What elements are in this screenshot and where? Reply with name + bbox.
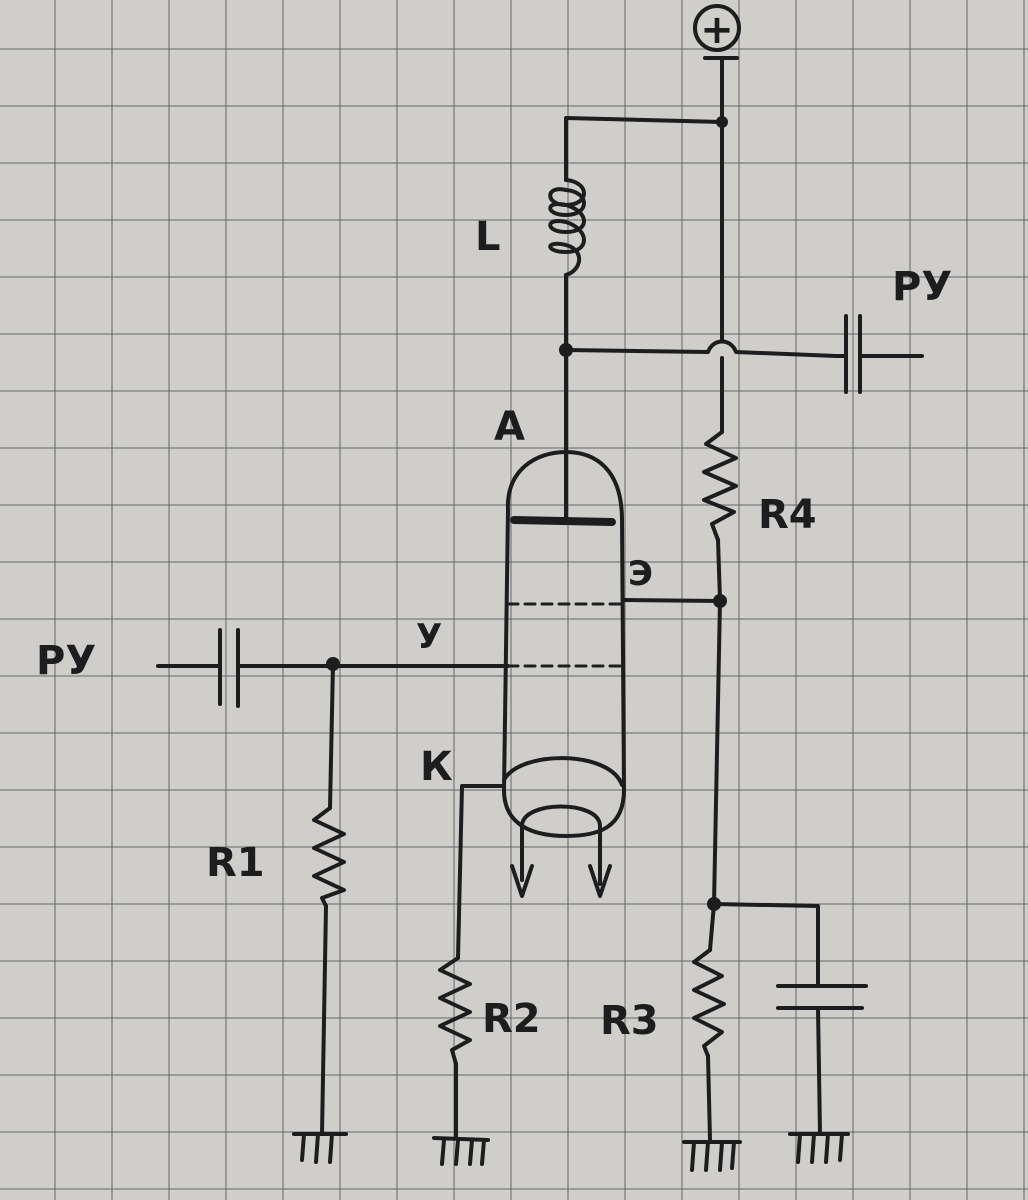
input-label: РУ	[36, 638, 96, 684]
supply-terminal: +	[693, 4, 741, 60]
wire-cathode-r2	[456, 784, 506, 960]
wire-anode-output	[564, 339, 838, 358]
inductor-coil	[548, 178, 586, 277]
heater	[520, 804, 602, 886]
inductor-label: L	[475, 214, 501, 260]
cathode	[502, 756, 624, 787]
wire-bypass-ground	[816, 1006, 822, 1136]
ground-r2	[432, 1136, 490, 1166]
r4-label: R4	[758, 492, 817, 538]
tube-envelope	[502, 450, 626, 838]
screen-label: Э	[628, 554, 653, 594]
r3-label: R3	[600, 998, 659, 1044]
r1-label: R1	[206, 840, 265, 886]
wire-bypass-cap	[712, 902, 820, 987]
wire-to-inductor	[564, 116, 724, 182]
heater-arrow-right	[588, 864, 612, 898]
supply-label: +	[700, 7, 734, 53]
wire-r1-ground	[320, 904, 328, 1136]
cathode-label: К	[420, 744, 453, 790]
resistor-r1	[312, 806, 346, 908]
anode-plate	[510, 516, 616, 526]
wire-screen-r3	[712, 599, 722, 906]
anode-label: A	[494, 404, 525, 450]
heater-arrow-left	[510, 864, 534, 898]
wire-r4-screen	[716, 538, 722, 602]
wire-r3-top	[708, 902, 716, 952]
grid-label: У	[416, 617, 442, 657]
wire-r3-ground	[706, 1054, 712, 1142]
resistor-r2	[438, 956, 472, 1066]
supply-terminal-circle	[693, 4, 741, 52]
output-label: РУ	[892, 264, 952, 310]
resistor-r3	[692, 948, 726, 1058]
resistor-r4	[702, 430, 738, 542]
wire-r1-top	[328, 662, 335, 810]
r2-label: R2	[482, 996, 541, 1042]
ground-r3	[682, 1140, 742, 1172]
ground-r1	[292, 1132, 348, 1164]
ground-bypass-cap	[788, 1132, 850, 1164]
wire-screen-grid	[622, 598, 722, 603]
